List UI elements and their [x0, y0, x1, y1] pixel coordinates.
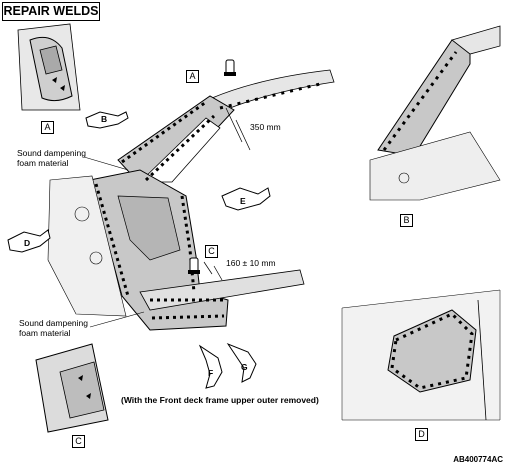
arrow-f-label: F: [208, 368, 214, 378]
arrow-d-icon: [7, 229, 51, 253]
view-label-d: D: [415, 428, 428, 441]
arrow-g-label: G: [241, 362, 248, 372]
arrow-f-icon: [198, 344, 223, 389]
weld-symbol-icon: [188, 257, 200, 274]
page-title: REPAIR WELDS: [2, 2, 100, 21]
foam-callout-bottom: Sound dampening foam material: [19, 318, 88, 338]
weld-symbol-icon: [224, 59, 236, 76]
detail-c-inset: [35, 343, 109, 433]
dimension-160: [203, 261, 223, 281]
detail-b-inset: [369, 25, 501, 201]
view-marker-a: A: [186, 70, 199, 83]
dimension-350-label: 350 mm: [250, 122, 281, 132]
figure-code: AB400774AC: [453, 455, 503, 464]
foam-callout-top-line1: Sound dampening: [17, 148, 87, 158]
arrow-d-label: D: [24, 238, 31, 248]
view-label-a: A: [41, 121, 54, 134]
main-pillar-assembly: [47, 69, 335, 331]
foam-callout-top-line2: foam material: [17, 158, 69, 168]
arrow-g-icon: [226, 342, 257, 383]
arrow-e-icon: [221, 187, 271, 211]
dimension-350: [225, 107, 251, 151]
dimension-160-label: 160 ± 10 mm: [226, 258, 276, 268]
view-label-c: C: [72, 435, 85, 448]
arrow-b-label: B: [101, 114, 108, 124]
foam-callout-bottom-line2: foam material: [19, 328, 71, 338]
arrow-e-label: E: [240, 196, 246, 206]
detail-d-inset: [341, 289, 501, 421]
foam-callout-top: Sound dampening foam material: [17, 148, 86, 168]
arrow-b-icon: [85, 111, 129, 129]
foam-callout-bottom-line1: Sound dampening: [19, 318, 89, 328]
detail-a-inset: [17, 23, 81, 111]
view-label-b: B: [400, 214, 413, 227]
view-marker-c: C: [205, 245, 218, 258]
note-front-deck: (With the Front deck frame upper outer r…: [121, 395, 319, 405]
